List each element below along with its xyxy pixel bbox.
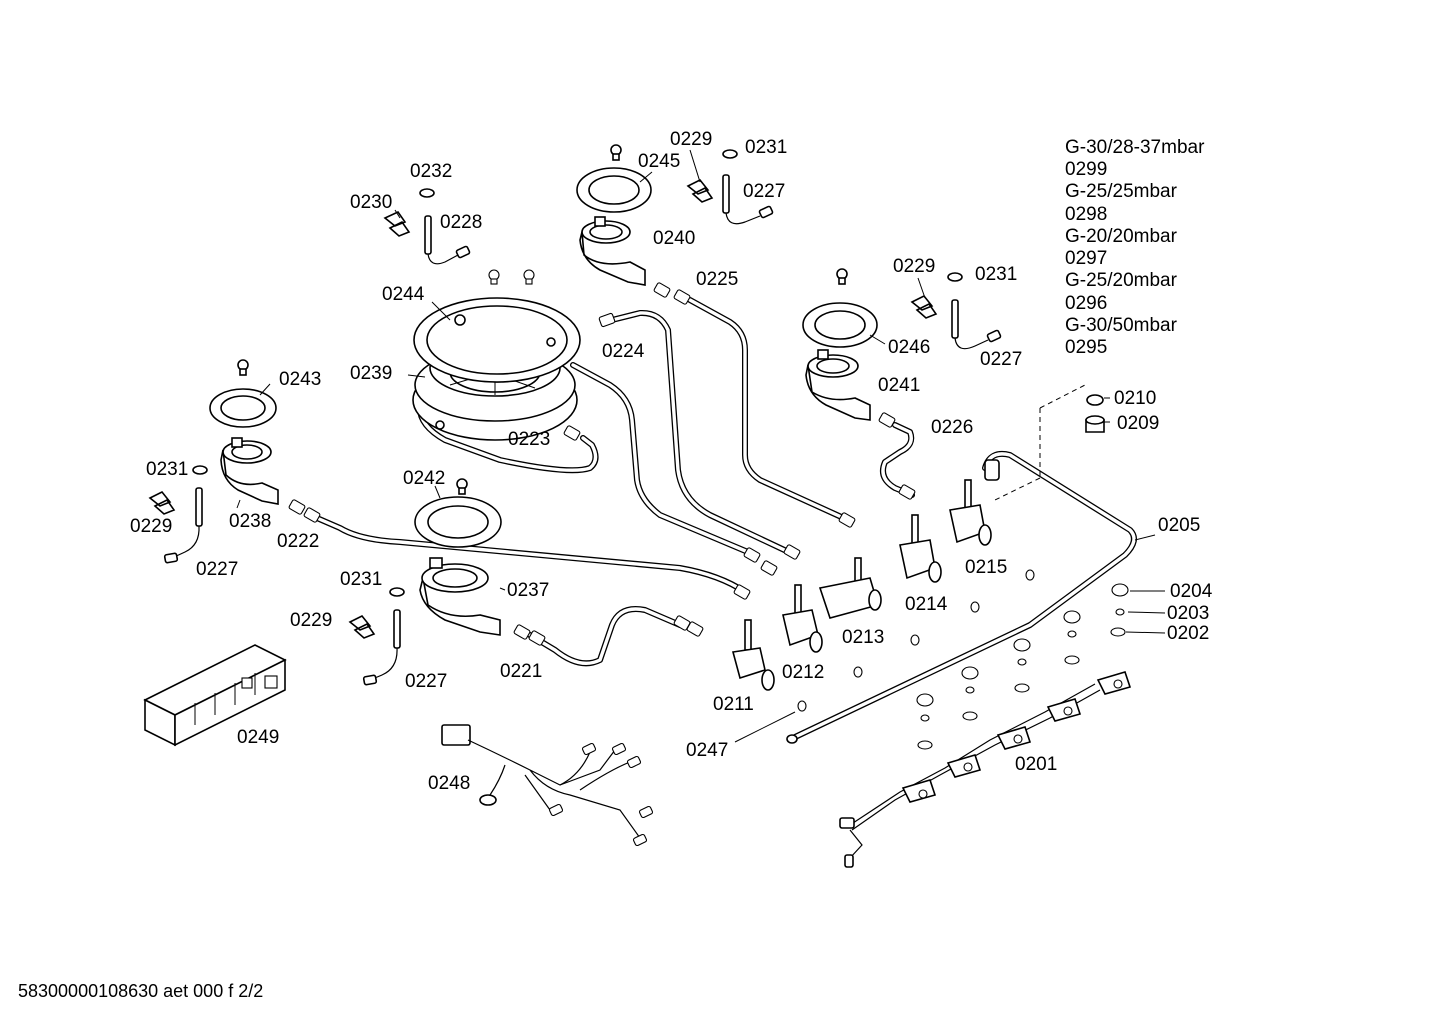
callout-0227-right: 0227 [980,349,1022,370]
knob-parts [797,569,1129,750]
gas-valves [731,479,992,691]
wok-burner-assembly [412,269,581,441]
burner-0240-assembly [576,144,652,286]
gas-row-2: 0299 [1065,159,1107,180]
callout-0204: 0204 [1170,581,1213,602]
callout-0231-top: 0231 [745,137,787,158]
gas-row-1: G-30/28-37mbar [1065,137,1205,158]
callout-0243: 0243 [279,369,321,390]
callout-0202: 0202 [1167,623,1209,644]
gas-row-6: 0297 [1065,248,1107,269]
callout-0224: 0224 [602,341,645,362]
callout-0225: 0225 [696,269,738,290]
gas-row-7: G-25/20mbar [1065,270,1178,291]
callout-0229-top: 0229 [670,129,712,150]
callout-0211: 0211 [713,694,754,715]
callout-0227-top: 0227 [743,181,785,202]
small-parts [148,149,1105,686]
callout-0215: 0215 [965,557,1007,578]
callout-0221: 0221 [500,661,542,682]
callout-0248: 0248 [428,773,470,794]
callout-0246: 0246 [888,337,930,358]
callout-0226: 0226 [931,417,973,438]
gas-row-4: 0298 [1065,204,1107,225]
callout-0242: 0242 [403,468,445,489]
gas-row-10: 0295 [1065,337,1107,358]
callout-0205: 0205 [1158,515,1200,536]
callout-0209: 0209 [1117,413,1159,434]
gas-row-9: G-30/50mbar [1065,315,1178,336]
burner-0237-assembly [414,478,502,636]
callout-0241: 0241 [878,375,920,396]
gas-type-table: G-30/28-37mbar 0299 G-25/25mbar 0298 G-2… [1065,137,1205,358]
callout-0237: 0237 [507,580,549,601]
wire-harness [441,724,654,847]
leader-lines [236,149,1166,743]
document-footer: 58300000108630 aet 000 f 2/2 [18,981,263,1001]
callout-0223: 0223 [508,429,550,450]
ignition-switches [839,671,1132,868]
callout-0214: 0214 [905,594,948,615]
callout-0239: 0239 [350,363,392,384]
gas-row-8: 0296 [1065,293,1107,314]
callout-0244: 0244 [382,284,425,305]
callout-0229-mid: 0229 [290,610,332,631]
callout-0201: 0201 [1015,754,1057,775]
spark-generator [143,644,287,747]
callout-0231-left: 0231 [146,459,188,480]
callout-0229-right: 0229 [893,256,935,277]
gas-row-3: G-25/25mbar [1065,181,1178,202]
callout-0230: 0230 [350,192,392,213]
callout-0213: 0213 [842,627,884,648]
callout-0247: 0247 [686,740,728,761]
part-callouts: 0229 0231 0245 0227 0232 0230 0228 0240 … [130,129,1213,794]
burner-0241-assembly [802,268,878,421]
burner-0238-assembly [209,359,279,505]
callout-0238: 0238 [229,511,271,532]
callout-0229-left: 0229 [130,516,172,537]
callout-0228: 0228 [440,212,482,233]
callout-0240: 0240 [653,228,695,249]
callout-0231-right: 0231 [975,264,1017,285]
callout-0232: 0232 [410,161,452,182]
callout-0249: 0249 [237,727,279,748]
callout-0212: 0212 [782,662,824,683]
callout-0203: 0203 [1167,603,1209,624]
callout-0227-mid: 0227 [405,671,447,692]
callout-0210: 0210 [1114,388,1156,409]
gas-pipes [307,297,1137,744]
callout-0245: 0245 [638,151,680,172]
pipe-fittings [288,282,916,646]
gas-row-5: G-20/20mbar [1065,226,1178,247]
callout-0227-left: 0227 [196,559,238,580]
callout-0231-mid: 0231 [340,569,382,590]
callout-0222: 0222 [277,531,319,552]
